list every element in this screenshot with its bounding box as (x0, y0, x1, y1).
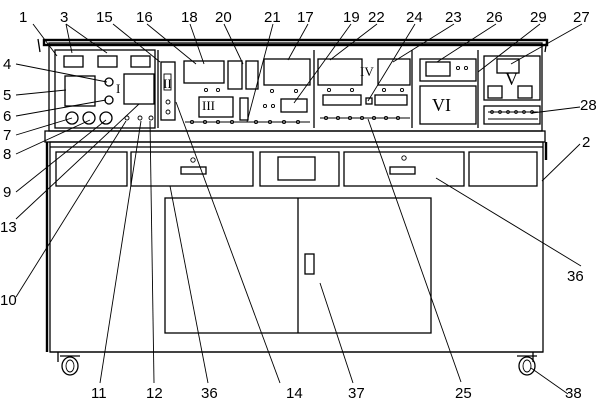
module-4 (317, 58, 411, 121)
callout-25: 25 (455, 385, 472, 402)
callout-36-bottom: 36 (201, 385, 218, 402)
caster-left (60, 355, 80, 376)
callout-14: 14 (286, 385, 303, 402)
callout-8: 8 (3, 146, 11, 163)
caster-right (517, 355, 537, 376)
callout-28: 28 (580, 97, 597, 114)
indicator-windows (63, 55, 151, 68)
callout-6: 6 (3, 108, 11, 125)
panel-label-4: IV (360, 64, 374, 79)
callout-7: 7 (3, 127, 11, 144)
module-5 (483, 55, 541, 125)
callout-23: 23 (445, 9, 462, 26)
cabinet-body (44, 130, 548, 362)
callout-24: 24 (406, 9, 423, 26)
panel-label-1: I (116, 81, 120, 96)
callout-3: 3 (60, 9, 68, 26)
callout-13: 13 (0, 219, 17, 236)
module-2-strip (160, 61, 176, 121)
module-3 (183, 58, 311, 125)
callout-18: 18 (181, 9, 198, 26)
callout-22: 22 (368, 9, 385, 26)
callout-37: 37 (348, 385, 365, 402)
panel-label-5: V (505, 69, 518, 89)
module-6 (419, 58, 477, 125)
callout-20: 20 (215, 9, 232, 26)
callout-16: 16 (136, 9, 153, 26)
meter-5 (64, 75, 96, 107)
callout-27: 27 (573, 9, 590, 26)
callout-19: 19 (343, 9, 360, 26)
callout-11: 11 (91, 385, 107, 402)
callout-2: 2 (582, 134, 590, 151)
callout-21: 21 (264, 9, 281, 26)
callout-29: 29 (530, 9, 547, 26)
panel-label-6: VI (432, 95, 451, 115)
callout-17: 17 (297, 9, 314, 26)
callout-26: 26 (486, 9, 503, 26)
callout-1: 1 (19, 9, 27, 26)
callout-10: 10 (0, 292, 17, 309)
callout-labels: 1 3 15 16 18 20 21 17 19 22 24 23 26 29 … (0, 9, 597, 402)
callout-15: 15 (96, 9, 113, 26)
panel-label-3: III (202, 98, 215, 113)
callout-38: 38 (565, 385, 582, 402)
leader-lines (15, 23, 583, 395)
callout-5: 5 (3, 87, 11, 104)
control-module-left (64, 73, 155, 125)
callout-4: 4 (3, 56, 11, 73)
panel-numerals: I II III IV V VI (116, 64, 518, 115)
panel-label-2: II (163, 76, 172, 91)
callout-12: 12 (146, 385, 163, 402)
callout-36-right: 36 (567, 268, 584, 285)
callout-9: 9 (3, 184, 11, 201)
